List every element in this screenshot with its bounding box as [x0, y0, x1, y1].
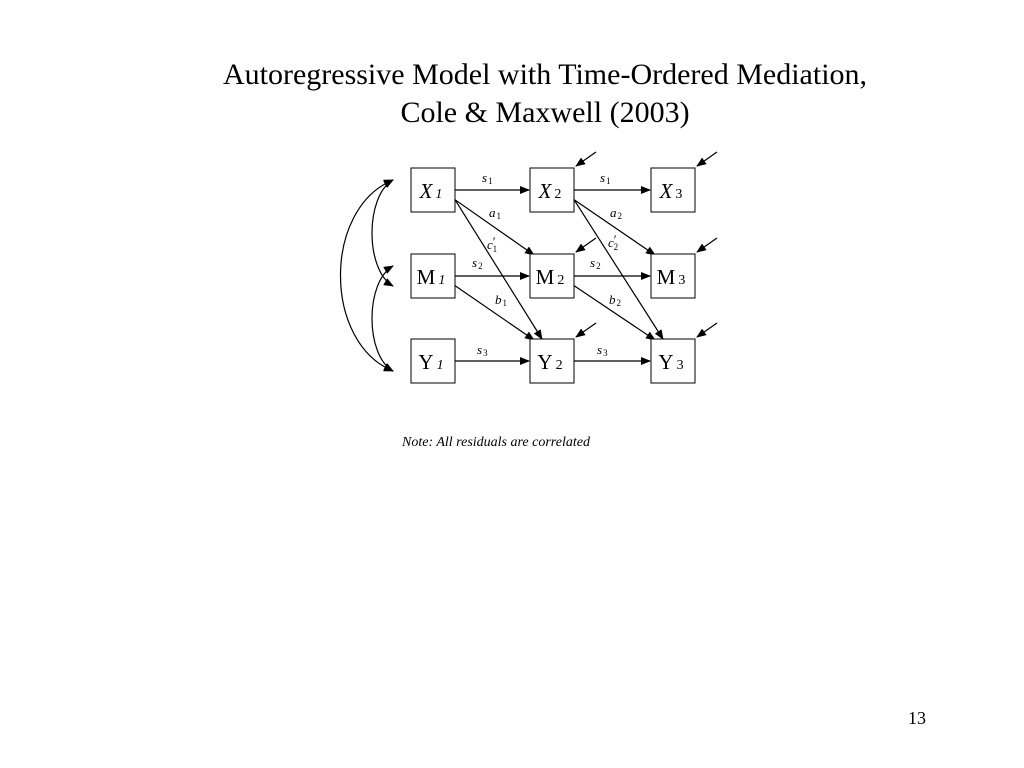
- path-label-c2: c′2: [608, 232, 618, 252]
- residual-arrow-x3: [696, 151, 718, 167]
- path-label-s2: s2: [472, 255, 483, 271]
- residual-arrow-x2: [575, 151, 597, 167]
- path-x2-y3: [573, 199, 664, 340]
- residual-arrow-m3: [696, 237, 718, 253]
- path-label-s3: s3: [477, 342, 488, 358]
- path-x1-y2: [454, 199, 543, 340]
- correlation-arcs: [340, 179, 394, 372]
- residual-arrow-m2: [575, 237, 597, 253]
- path-label-s1: s1: [600, 170, 611, 186]
- path-x1-m2: [454, 199, 535, 256]
- path-label-s2: s2: [590, 255, 601, 271]
- path-label-b2: b2: [609, 292, 621, 308]
- title-line-1: Autoregressive Model with Time-Ordered M…: [222, 58, 868, 91]
- path-m2-y3: [573, 285, 656, 341]
- title-line-2: Cole & Maxwell (2003): [400, 96, 690, 129]
- slide-title: Autoregressive Model with Time-Ordered M…: [0, 56, 1024, 132]
- path-x2-m3: [573, 199, 656, 256]
- page-number: 13: [908, 708, 926, 728]
- path-label-b1: b1: [495, 292, 507, 308]
- path-label-a1: a1: [489, 205, 501, 221]
- residual-arrow-y3: [696, 322, 718, 338]
- path-label-s1: s1: [482, 170, 493, 186]
- path-labels: s1 s1 a1 a2 c′1 c′2 s2 s2 b1 b2 s3 s3: [472, 170, 622, 358]
- correlation-m1-y1: [371, 265, 394, 372]
- residual-note: Note: All residuals are correlated: [402, 435, 590, 450]
- path-label-s3: s3: [597, 342, 608, 358]
- regression-paths: [454, 186, 664, 365]
- correlation-x1-y1: [340, 179, 394, 372]
- residual-arrow-y2: [575, 322, 597, 338]
- correlation-x1-m1: [371, 179, 394, 287]
- path-label-a2: a2: [610, 205, 622, 221]
- residual-arrows: [575, 151, 718, 338]
- path-label-c1: c′1: [487, 234, 497, 254]
- path-m1-y2: [454, 285, 535, 341]
